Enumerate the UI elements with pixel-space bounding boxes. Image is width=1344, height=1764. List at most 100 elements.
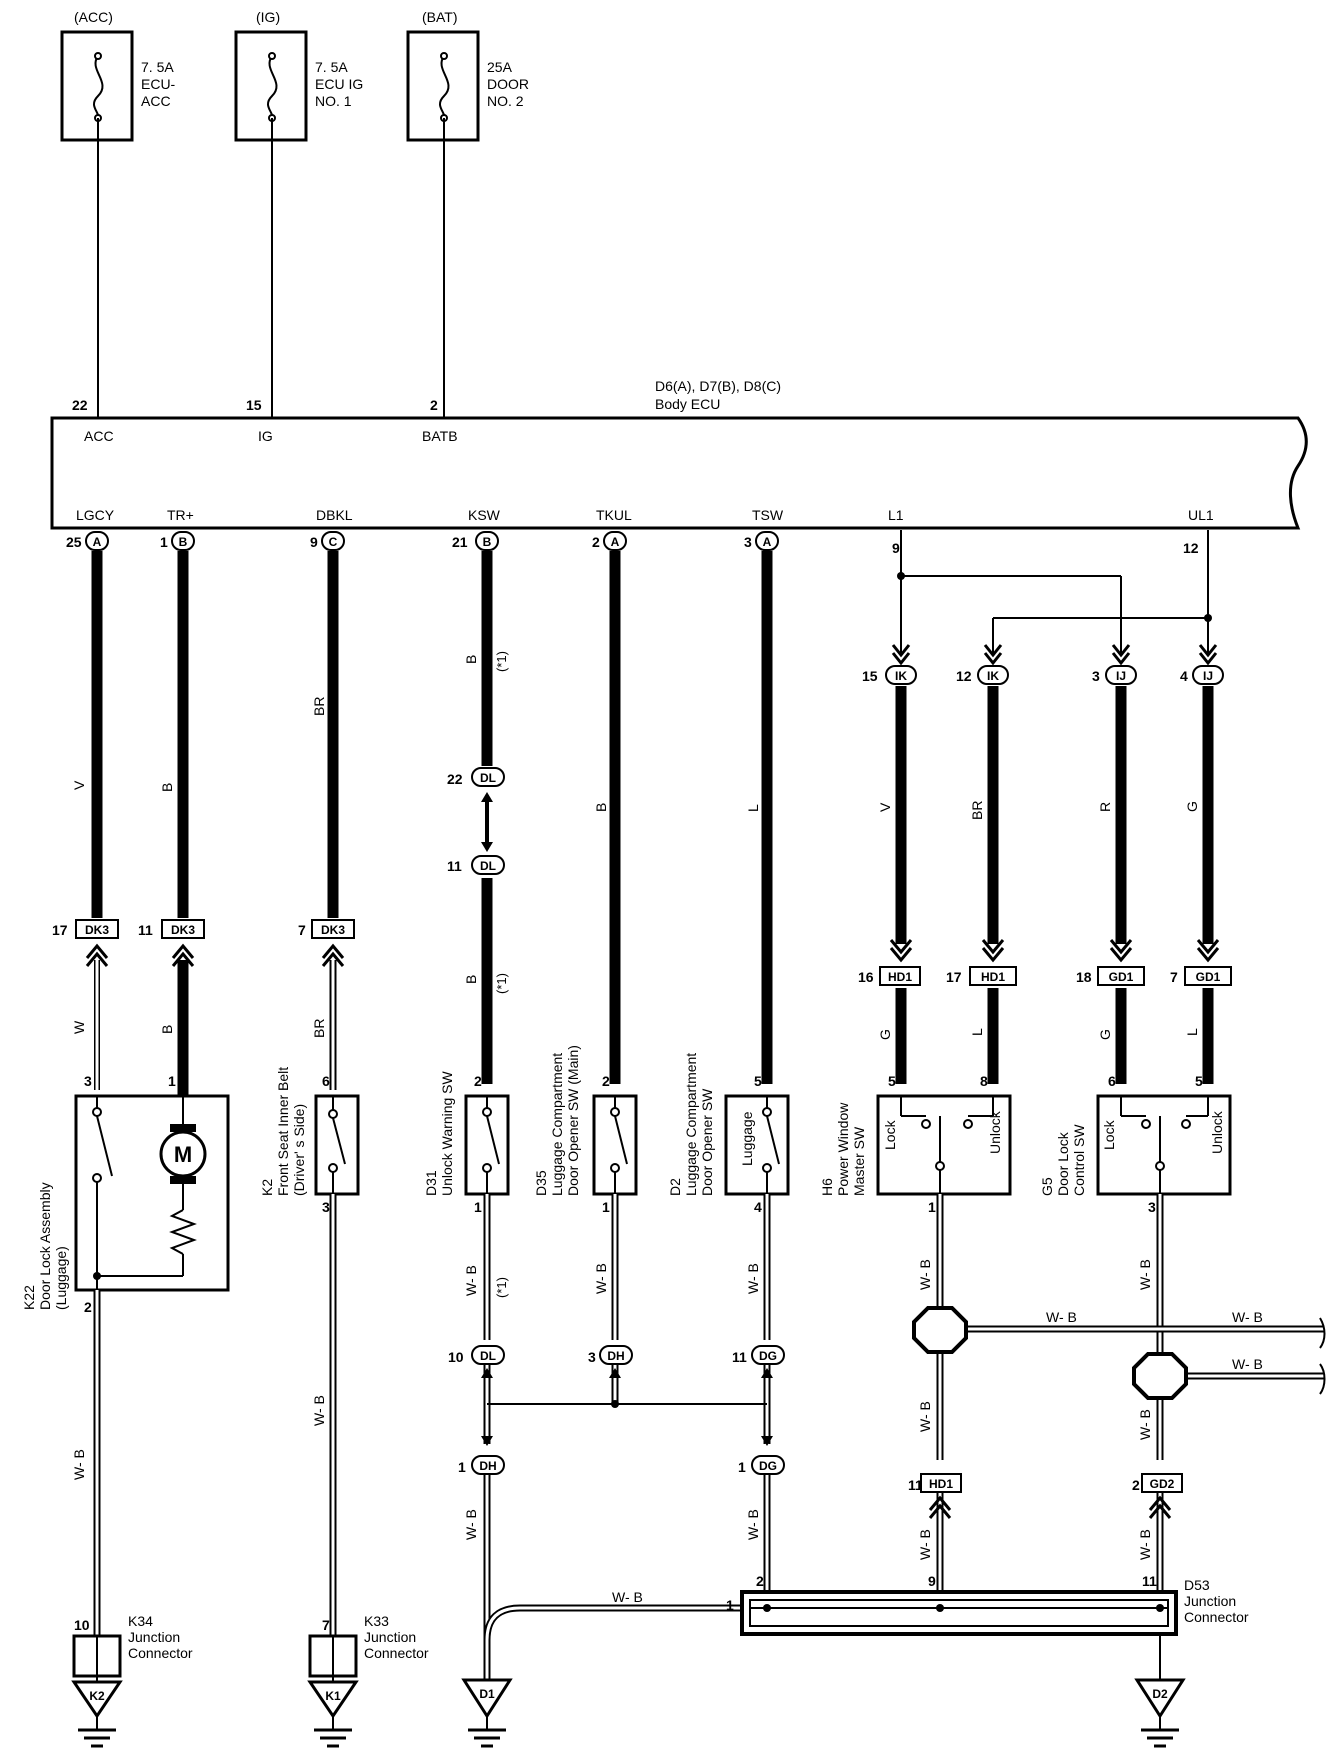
svg-text:W- B: W- B	[1046, 1309, 1077, 1325]
fuse-ecu-acc: (ACC) 7. 5A ECU- ACC	[60, 9, 176, 142]
svg-text:W- B: W- B	[463, 1509, 479, 1540]
svg-text:12: 12	[956, 668, 972, 684]
fuse-name-line2: NO. 2	[487, 93, 524, 109]
svg-text:Junction: Junction	[364, 1629, 416, 1645]
svg-text:1: 1	[738, 1459, 746, 1475]
svg-text:10: 10	[448, 1349, 464, 1365]
svg-text:W- B: W- B	[1137, 1259, 1153, 1290]
ground-k2: K2	[71, 1676, 123, 1748]
svg-text:5: 5	[1195, 1073, 1203, 1089]
svg-text:W- B: W- B	[917, 1259, 933, 1290]
fuse-rating: 25A	[487, 59, 513, 75]
svg-text:W- B: W- B	[745, 1263, 761, 1294]
fuse-name-line1: ECU IG	[315, 76, 363, 92]
svg-text:K1: K1	[325, 1689, 341, 1703]
svg-text:9: 9	[892, 540, 900, 556]
svg-text:W- B: W- B	[311, 1395, 327, 1426]
ecu-terminal-tsw: TSW	[752, 507, 784, 523]
svg-text:M: M	[174, 1142, 192, 1167]
svg-text:16: 16	[858, 969, 874, 985]
svg-text:G: G	[1097, 1029, 1113, 1040]
svg-text:GD1: GD1	[1196, 970, 1221, 984]
svg-text:3: 3	[744, 534, 752, 550]
wire-label-b: B	[159, 1025, 175, 1034]
svg-text:Luggage Compartment: Luggage Compartment	[683, 1053, 699, 1196]
svg-text:D2: D2	[1152, 1687, 1168, 1701]
g5-unlock-label: Unlock	[1209, 1110, 1225, 1154]
svg-text:2: 2	[602, 1073, 610, 1089]
svg-text:12: 12	[1183, 540, 1199, 556]
svg-text:(*1): (*1)	[494, 651, 509, 672]
ecu-terminal-lgcy: LGCY	[76, 507, 115, 523]
svg-text:8: 8	[980, 1073, 988, 1089]
ecu-terminal-dbkl: DBKL	[316, 507, 353, 523]
svg-text:L: L	[969, 1028, 985, 1036]
svg-text:IK: IK	[895, 669, 907, 683]
svg-text:7: 7	[1170, 969, 1178, 985]
svg-text:HD1: HD1	[981, 970, 1005, 984]
svg-text:D2: D2	[667, 1178, 683, 1196]
fuse-source-label: (IG)	[256, 9, 280, 25]
svg-text:Front Seat Inner Belt: Front Seat Inner Belt	[275, 1067, 291, 1196]
svg-text:G5: G5	[1039, 1177, 1055, 1196]
ecu-terminal-tkul: TKUL	[596, 507, 632, 523]
svg-text:11: 11	[732, 1349, 747, 1365]
svg-text:Junction: Junction	[128, 1629, 180, 1645]
ecu-terminal-l1: L1	[888, 507, 904, 523]
svg-text:2: 2	[756, 1573, 764, 1589]
svg-text:18: 18	[1076, 969, 1092, 985]
svg-text:IJ: IJ	[1116, 669, 1126, 683]
svg-text:DK3: DK3	[171, 923, 195, 937]
junction-connector-d53: 2 1 9 11 D53 Junction Connector	[726, 1573, 1249, 1636]
junction-connector-k34: 10 K34 Junction Connector	[72, 1613, 193, 1678]
svg-text:DH: DH	[479, 1459, 496, 1473]
svg-text:7: 7	[298, 922, 306, 938]
svg-text:1: 1	[474, 1199, 482, 1215]
fuse-name-line2: ACC	[141, 93, 171, 109]
svg-text:W- B: W- B	[1137, 1409, 1153, 1440]
svg-text:1: 1	[458, 1459, 466, 1475]
component-d2-door-opener: 5 Luggage 4 D2 Luggage Compartment Door …	[667, 1053, 790, 1215]
svg-text:GD2: GD2	[1150, 1477, 1175, 1491]
svg-text:DK3: DK3	[321, 923, 345, 937]
svg-text:1: 1	[928, 1199, 936, 1215]
svg-text:V: V	[71, 780, 87, 790]
svg-text:W- B: W- B	[1232, 1309, 1263, 1325]
svg-text:1: 1	[602, 1199, 610, 1215]
ecu-pin-batb: 2	[430, 397, 438, 413]
ecu-terminal-acc: ACC	[84, 428, 114, 444]
svg-text:Door Opener SW (Main): Door Opener SW (Main)	[565, 1045, 581, 1196]
svg-text:DH: DH	[607, 1349, 624, 1363]
ecu-connectors: D6(A), D7(B), D8(C)	[655, 378, 781, 394]
component-g5-door-lock-control-switch: 6 5 Lock Unlock 3 G5 Door Lock Control S…	[1039, 1073, 1232, 1215]
h6-lock-label: Lock	[882, 1119, 898, 1150]
svg-text:15: 15	[862, 668, 878, 684]
svg-text:2: 2	[1132, 1477, 1140, 1493]
component-d35-door-opener-main: 2 1 D35 Luggage Compartment Door Opener …	[533, 1045, 638, 1215]
svg-text:G: G	[877, 1029, 893, 1040]
svg-text:Door Opener SW: Door Opener SW	[699, 1088, 715, 1196]
junction-connector-k33: 7 K33 Junction Connector	[308, 1613, 429, 1678]
svg-text:H6: H6	[819, 1178, 835, 1196]
fuse-name-line1: DOOR	[487, 76, 529, 92]
svg-text:A: A	[93, 535, 102, 549]
svg-text:W- B: W- B	[612, 1589, 643, 1605]
svg-text:HD1: HD1	[929, 1477, 953, 1491]
svg-text:B: B	[179, 535, 188, 549]
svg-text:11: 11	[1142, 1573, 1157, 1589]
ecu-terminal-batb: BATB	[422, 428, 458, 444]
connector-hd1-gd1: 16 HD1 17 HD1 18 GD1 7 GD1	[858, 966, 1232, 986]
svg-text:D53: D53	[1184, 1577, 1210, 1593]
svg-text:W- B: W- B	[71, 1449, 87, 1480]
fuse-source-label: (ACC)	[74, 9, 113, 25]
svg-text:25: 25	[66, 534, 82, 550]
svg-text:Power Window: Power Window	[835, 1102, 851, 1196]
wire-label-br: BR	[311, 1019, 327, 1038]
ecu-pin-ig: 15	[246, 397, 262, 413]
svg-text:5: 5	[888, 1073, 896, 1089]
svg-text:3: 3	[1148, 1199, 1156, 1215]
wire-label-g: G	[1184, 801, 1200, 812]
svg-text:DL: DL	[480, 859, 496, 873]
svg-text:B: B	[463, 655, 479, 664]
ecu-terminal-trplus: TR+	[167, 507, 194, 523]
